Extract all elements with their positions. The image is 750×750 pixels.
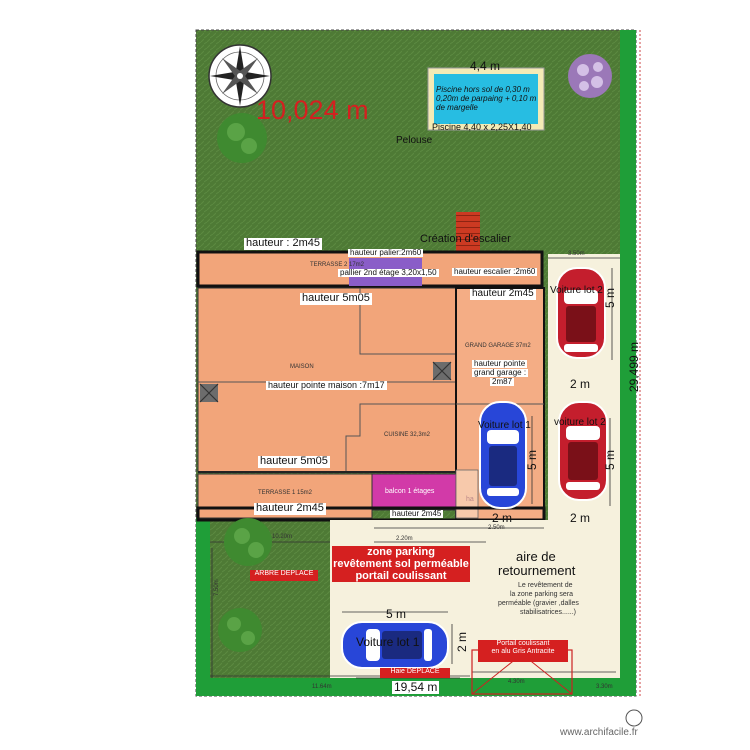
height-balcony: hauteur 2m45 (390, 509, 444, 519)
flowering-bush-icon (568, 54, 612, 98)
dimension-2m-c: 2 m (570, 511, 591, 525)
parking-note-1: Le revêtement de (518, 582, 573, 589)
turning-area-line-1: aire de (516, 549, 556, 564)
house (197, 287, 457, 473)
dimension-7-50: 7.50m (214, 579, 220, 596)
car-blue-icon (341, 621, 449, 669)
hidden-label: ha (466, 496, 474, 503)
gate-label-line-1: Portail coulissant (496, 640, 550, 647)
car-red-icon (556, 267, 606, 359)
kitchen-label: CUISINE 32,3m2 (384, 432, 431, 438)
height-garage: hauteur 2m45 (470, 288, 536, 300)
terrace-1-label: TERRASSE 1 15m2 (258, 490, 313, 496)
car-red-icon (558, 401, 608, 501)
right-hedge (620, 30, 636, 696)
car-lot2-a-label: Voiture lot 2 (550, 285, 603, 296)
dimension-29: 29,499 m (627, 341, 641, 392)
parking-zone-line-2: revêtement sol perméable (333, 558, 469, 571)
height-terrace-top: hauteur : 2m45 (244, 237, 322, 250)
lawn-label: Pelouse (396, 135, 433, 146)
hedge-moved-label: Haie DEPLACE (380, 668, 450, 678)
dimension-5m-b: 5 m (525, 449, 539, 470)
dimension-10-20: 10.20m (272, 534, 293, 540)
car-blue-icon (479, 401, 527, 509)
zoom-circle-icon (625, 709, 643, 727)
dimension-2-50: 2.50m (488, 525, 505, 531)
pool-note-3: de margelle (436, 103, 478, 112)
balcony-label: balcon 1 étages (385, 488, 435, 495)
turning-area-line-2: retournement (498, 563, 576, 578)
pool-caption: Piscine 4,40 x 2,25X1,40 (432, 122, 532, 132)
dimension-2m-d: 2 m (455, 631, 469, 652)
dimension-2m-b: 2 m (492, 511, 513, 525)
height-house-peak: hauteur pointe maison :7m17 (266, 380, 387, 391)
dimension-5m-a: 5 m (603, 287, 617, 308)
left-hedge (196, 518, 210, 678)
gate-label: Portail coulissant en alu Gris Antracite (478, 640, 568, 662)
height-stair: hauteur escalier :2m60 (452, 267, 538, 277)
tree-icon (218, 608, 262, 652)
height-garage-peak-3: 2m87 (490, 377, 515, 387)
dimension-19-54: 19,54 m (392, 680, 440, 694)
pool-note-2: 0,20m de parpaing + 0,10 m (436, 94, 537, 103)
dimension-5m-c: 5 m (603, 449, 617, 470)
tree-icon (217, 113, 267, 163)
dimension-2m-a: 2 m (570, 377, 591, 391)
terrace-2-label: TERRASSE 2 17m2 (310, 262, 365, 268)
parking-note-2: la zone parking sera (510, 591, 574, 598)
pool-note-1: Piscine hors sol de 0,30 m (436, 85, 530, 94)
parking-zone-box: zone parking revêtement sol perméable po… (332, 546, 470, 582)
pool-width: 4,4 m (470, 59, 501, 73)
swimming-pool (434, 74, 538, 124)
compass-rose-icon (208, 44, 272, 108)
stair-creation-label: Création d'escalier (420, 233, 511, 245)
parking-zone-line-1: zone parking (367, 546, 435, 558)
parking-zone-line-3: portail coulissant (355, 570, 447, 583)
height-garage-peak-2: grand garage : (472, 368, 529, 378)
height-garage-peak-1: hauteur pointe (472, 359, 528, 369)
car-lot1-garage-label: Voiture lot 1 (478, 420, 531, 431)
car-lot2-b-label: voiture lot 2 (554, 417, 606, 428)
dimension-11-64: 11.64m (312, 684, 332, 690)
height-house-top: hauteur 5m05 (300, 292, 372, 305)
dimension-5m-d: 5 m (386, 607, 407, 621)
top-dimension: 10,024 m (256, 95, 369, 125)
tree-moved-label: ARBRE DEPLACE (250, 570, 318, 581)
parking-note-3: perméable (gravier ,dalles (498, 600, 579, 607)
gate-label-line-2: en alu Gris Antracite (491, 647, 555, 655)
dimension-3-50: 3.50m (568, 251, 585, 257)
height-landing: hauteur palier:2m60 (348, 248, 424, 258)
landing-2nd-label: pallier 2nd étage 3,20x1,50 (338, 268, 439, 278)
dimension-2-20: 2.20m (396, 536, 413, 542)
tree-icon (224, 518, 272, 566)
parking-note-4: stabilisatrices......) (520, 609, 577, 616)
dimension-3-30: 3.30m (596, 684, 613, 690)
height-house-bottom: hauteur 5m05 (258, 455, 330, 468)
dimension-4-30: 4.30m (508, 679, 525, 685)
garage-label: GRAND GARAGE 37m2 (465, 343, 531, 349)
roof-vent-icon (199, 361, 452, 403)
house-label: MAISON (290, 364, 314, 370)
height-terrace-bottom: hauteur 2m45 (254, 502, 326, 515)
watermark[interactable]: www.archifacile.fr (560, 727, 638, 738)
car-lot1-parking-label: Voiture lot 1 (356, 635, 420, 649)
